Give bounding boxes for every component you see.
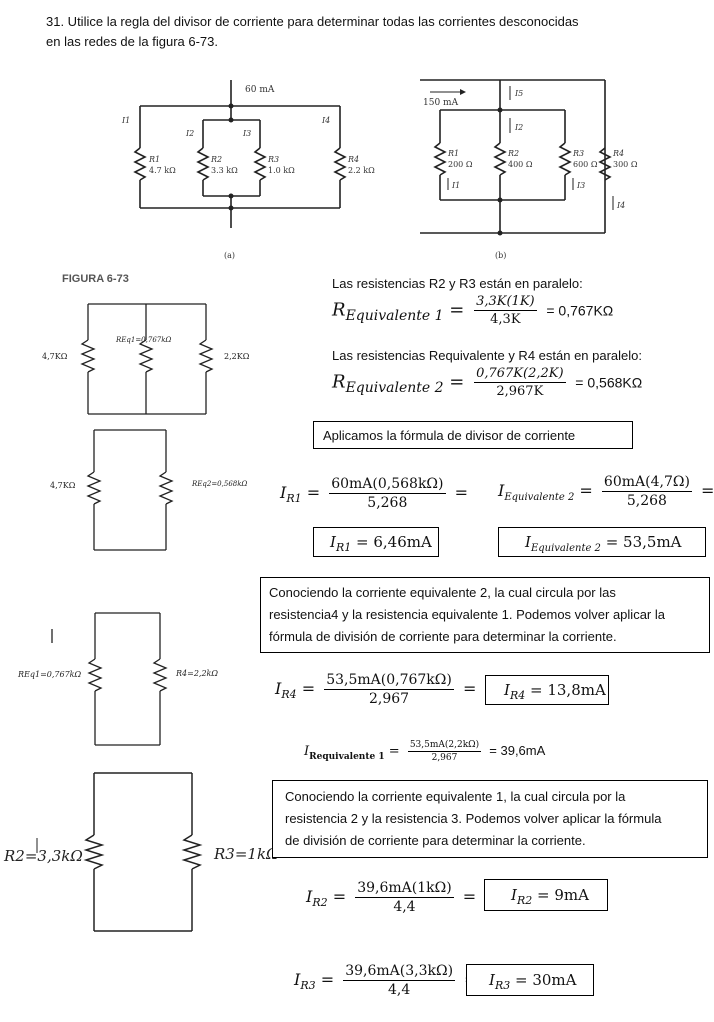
box-explanation-eq1: Conociendo la corriente equivalente 1, l…: [272, 780, 708, 858]
fig-b-i1: I1: [451, 181, 460, 190]
diagram-2: 4,7KΩ REq2=0,568kΩ: [50, 429, 247, 551]
equation-req1: REquivalente 1 = 3,3K(1K) 4,3K = 0,767KΩ: [332, 294, 614, 327]
fig-a-r3-value: 1.0 kΩ: [268, 166, 295, 175]
ir2-numerator: 39,6mA(1kΩ): [355, 880, 454, 898]
fig-b-r3-name: R3: [572, 149, 584, 158]
req1-numerator: 3,3K(1K): [474, 294, 537, 311]
circuit-figure-a: 60 mA I1 I2 I3 I4 R1 4.7 kΩ R2 3.3 kΩ R3…: [121, 80, 375, 260]
fig-b-r4-value: 300 Ω: [613, 160, 638, 169]
problem-statement: 31. Utilice la regla del divisor de corr…: [46, 12, 686, 52]
fig-b-source: 150 mA: [423, 98, 459, 108]
fig-a-i2: I2: [185, 129, 194, 138]
result-ir2: IR2 = 9mA: [484, 879, 608, 911]
fig-a-r2-name: R2: [210, 155, 222, 164]
req1-denominator: 4,3K: [490, 312, 521, 327]
ir1-denominator: 5,268: [367, 495, 408, 511]
fig-b-r2-name: R2: [507, 149, 519, 158]
req1-lhs: R: [332, 299, 346, 321]
fig-b-r3-value: 600 Ω: [573, 160, 598, 169]
equation-ieq2: IEquivalente 2 = 60mA(4,7Ω) 5,268 =: [498, 474, 714, 509]
diagram-4-left-label: R2=3,3kΩ: [3, 847, 83, 865]
diagram-1: 4,7KΩ REq1=0,767kΩ 2,2KΩ: [42, 303, 250, 415]
fig-a-r1-value: 4.7 kΩ: [149, 166, 176, 175]
ir4-numerator: 53,5mA(0,767kΩ): [324, 672, 454, 690]
equation-ir2: IR2 = 39,6mA(1kΩ) 4,4 =: [306, 880, 477, 915]
step-2-text: Las resistencias Requivalente y R4 están…: [332, 348, 643, 363]
diagram-1-left-label: 4,7KΩ: [42, 352, 68, 361]
equation-ireq1: IRequivalente 1 = 53,5mA(2,2kΩ) 2,967 = …: [304, 740, 546, 763]
result-ir4: IR4 = 13,8mA: [485, 675, 609, 705]
req2-lhs: R: [332, 371, 346, 393]
fig-b-r4-name: R4: [612, 149, 624, 158]
ieq2-denominator: 5,268: [626, 493, 667, 509]
fig-a-r4-value: 2.2 kΩ: [348, 166, 375, 175]
fig-a-i4: I4: [321, 116, 330, 125]
ir4-denominator: 2,967: [368, 691, 410, 707]
ir2-denominator: 4,4: [393, 899, 416, 915]
result-ir3: IR3 = 30mA: [466, 964, 594, 996]
fig-a-source: 60 mA: [245, 85, 275, 95]
fig-a-caption: (a): [224, 251, 235, 260]
equation-req2: REquivalente 2 = 0,767K(2,2K) 2,967K = 0…: [332, 366, 643, 399]
equation-ir1: IR1 = 60mA(0,568kΩ) 5,268 =: [280, 476, 468, 511]
equation-ir3: IR3 = 39,6mA(3,3kΩ) 4,4 =: [294, 963, 478, 998]
fig-b-i2: I2: [514, 123, 523, 132]
ir3-denominator: 4,4: [387, 982, 411, 998]
ir1-numerator: 60mA(0,568kΩ): [329, 476, 446, 494]
result-ieq2: IEquivalente 2 = 53,5mA: [498, 527, 706, 557]
fig-a-r3-name: R3: [267, 155, 279, 164]
req2-denominator: 2,967K: [496, 384, 544, 399]
diagram-1-right-label: 2,2KΩ: [224, 352, 250, 361]
diagram-3-left-label: REq1=0,767kΩ: [17, 670, 82, 679]
diagram-1-middle-label: REq1=0,767kΩ: [115, 336, 171, 344]
problem-line-1: 31. Utilice la regla del divisor de corr…: [46, 14, 579, 29]
diagram-2-right-label: REq2=0,568kΩ: [191, 480, 247, 488]
box-explanation-eq2: Conociendo la corriente equivalente 2, l…: [260, 577, 710, 653]
fig-b-i5: I5: [514, 89, 523, 98]
diagram-4-right-label: R3=1kΩ: [213, 845, 278, 863]
fig-b-r1-value: 200 Ω: [448, 160, 473, 169]
diagram-2-left-label: 4,7KΩ: [50, 481, 76, 490]
result-ir1: IR1 = 6,46mA: [313, 527, 439, 557]
ieq2-numerator: 60mA(4,7Ω): [601, 474, 692, 492]
fig-b-caption: (b): [495, 251, 506, 260]
fig-b-i3: I3: [576, 181, 585, 190]
problem-line-2: en las redes de la figura 6-73.: [46, 34, 218, 49]
box-current-divider: Aplicamos la fórmula de divisor de corri…: [313, 421, 633, 449]
ireq1-numerator: 53,5mA(2,2kΩ): [407, 740, 482, 752]
fig-b-i4: I4: [616, 201, 625, 210]
ireq1-denominator: 2,967: [431, 753, 458, 763]
equation-ir4: IR4 = 53,5mA(0,767kΩ) 2,967 =: [275, 672, 477, 707]
figure-title: FIGURA 6-73: [62, 273, 129, 285]
diagram-4: R2=3,3kΩ R3=1kΩ: [3, 772, 278, 932]
fig-b-r2-value: 400 Ω: [508, 160, 533, 169]
diagram-3-right-label: R4=2,2kΩ: [175, 669, 218, 678]
fig-b-r1-name: R1: [447, 149, 459, 158]
req1-result: = 0,767KΩ: [546, 302, 614, 319]
circuit-figure-b: 150 mA I5 I2 I1 I3 I4 R1 200 Ω R2 400 Ω …: [420, 79, 638, 260]
fig-a-i1: I1: [121, 116, 130, 125]
box-current-divider-text: Aplicamos la fórmula de divisor de corri…: [323, 428, 576, 443]
fig-a-i3: I3: [242, 129, 251, 138]
ir3-numerator: 39,6mA(3,3kΩ): [343, 963, 456, 981]
req2-numerator: 0,767K(2,2K): [474, 366, 566, 383]
fig-a-r2-value: 3.3 kΩ: [211, 166, 238, 175]
fig-a-r1-name: R1: [148, 155, 160, 164]
fig-a-r4-name: R4: [347, 155, 359, 164]
diagram-3: REq1=0,767kΩ R4=2,2kΩ: [17, 612, 218, 746]
req1-lhs-sub: Equivalente 1: [345, 307, 444, 324]
req2-lhs-sub: Equivalente 2: [345, 379, 444, 396]
step-1-text: Las resistencias R2 y R3 están en parale…: [332, 276, 583, 291]
req2-result: = 0,568KΩ: [575, 374, 643, 391]
